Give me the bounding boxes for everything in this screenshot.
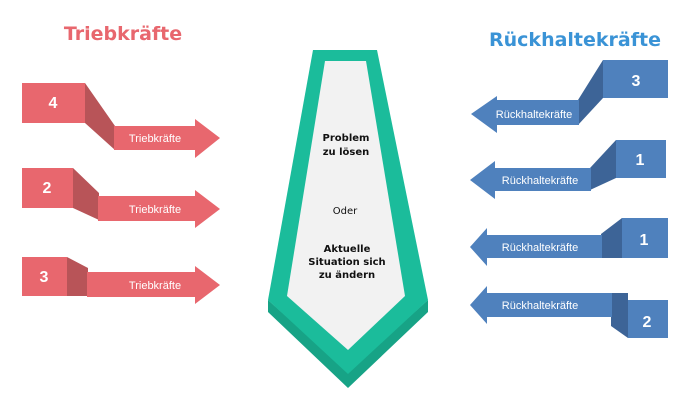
left-arrow-icon [470,161,591,199]
situation-text-line1: Aktuelle [324,244,371,255]
restraining-forces-title: Rückhaltekräfte [489,29,661,51]
value-box [616,140,666,178]
force-value: 3 [40,269,49,286]
or-text: Oder [333,206,358,217]
right-arrow-icon [114,119,220,158]
force-label: Triebkräfte [129,280,181,292]
arrow-fold-shade [73,168,99,220]
driving-force-2: 2 Triebkräfte [22,168,220,228]
value-box [22,257,67,296]
restraining-force-4: 2 Rückhaltekräfte [470,286,668,338]
force-value: 1 [640,232,649,249]
force-label: Rückhaltekräfte [502,175,578,187]
force-value: 1 [636,152,645,169]
problem-text-line1: Problem [323,133,370,144]
value-box [603,60,668,98]
driving-forces-title: Triebkräfte [64,23,182,45]
arrow-fold-shade [85,83,115,150]
force-value: 2 [643,314,652,331]
force-value: 3 [632,73,641,90]
force-value: 4 [49,95,58,112]
force-label: Rückhaltekräfte [502,300,578,312]
driving-force-1: 4 Triebkräfte [22,83,220,158]
arrow-fold-shade [590,140,616,190]
force-value: 2 [43,180,52,197]
value-box [22,83,85,123]
restraining-force-3: 1 Rückhaltekräfte [470,218,668,266]
problem-text-line2: zu lösen [323,147,370,158]
right-arrow-icon [98,190,220,228]
situation-text-line2: Situation sich [308,257,385,268]
value-box [628,300,668,338]
arrow-fold-shade [601,218,622,258]
force-label: Rückhaltekräfte [502,242,578,254]
left-arrow-icon [471,96,579,133]
pentagon-fill [287,61,405,350]
arrow-fold-shade [611,293,628,338]
arrow-fold-shade [578,60,603,125]
value-box [622,218,668,258]
central-problem-shape: Problem zu lösen Oder Aktuelle Situation… [268,50,428,388]
situation-text-line3: zu ändern [319,270,375,281]
left-arrow-icon [470,228,602,266]
left-arrow-icon [470,286,612,324]
value-box [22,168,73,208]
force-label: Rückhaltekräfte [496,109,572,121]
restraining-force-2: 1 Rückhaltekräfte [470,140,666,199]
restraining-force-1: 3 Rückhaltekräfte [471,60,668,133]
force-label: Triebkräfte [129,204,181,216]
arrow-fold-shade [67,257,88,296]
force-label: Triebkräfte [129,133,181,145]
driving-force-3: 3 Triebkräfte [22,257,220,304]
right-arrow-icon [87,266,220,304]
